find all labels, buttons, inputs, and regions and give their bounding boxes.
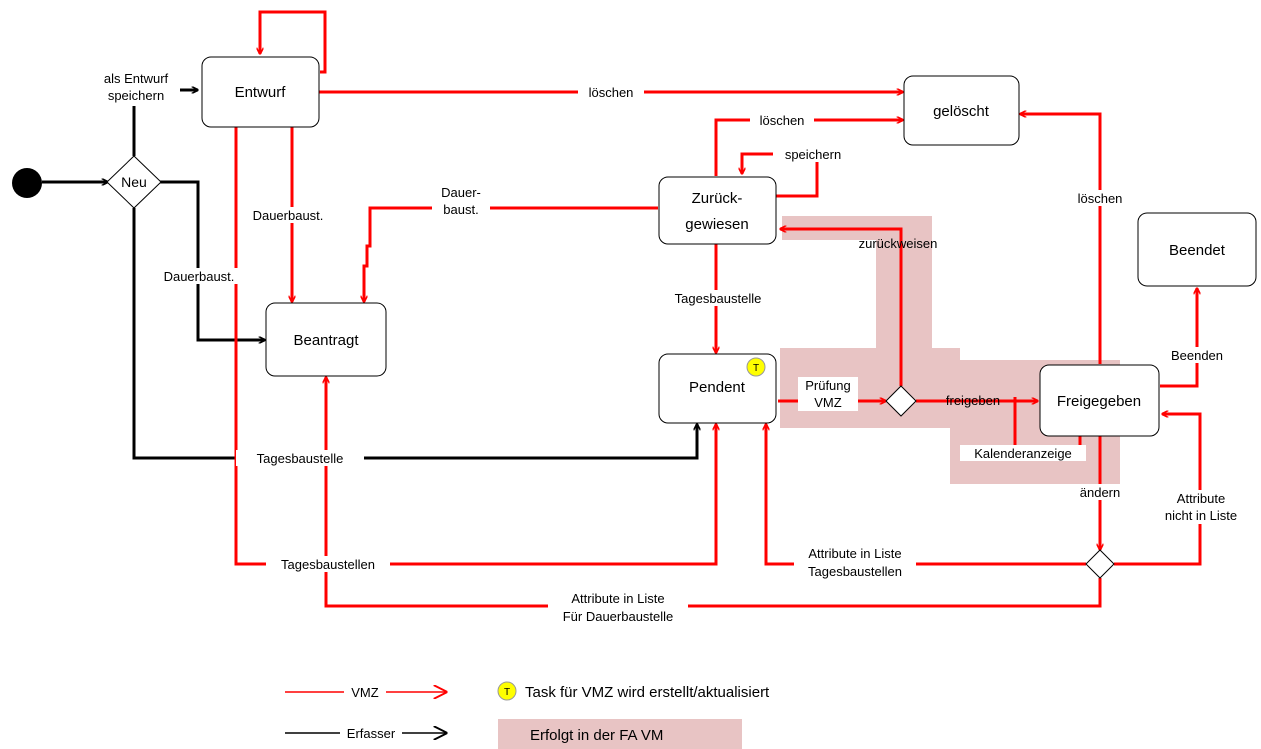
legend-fa-vm-swatch xyxy=(498,719,742,749)
task-marker-icon xyxy=(746,357,766,377)
state-zurueck-label-2: gewiesen xyxy=(685,216,748,233)
label-speichern: speichern xyxy=(785,147,841,162)
state-beendet-label: Beendet xyxy=(1169,242,1226,259)
label-freigeben: freigeben xyxy=(946,393,1000,408)
label-dauer-baust-1: Dauer- xyxy=(441,185,481,200)
label-attr-liste-dauer-1: Attribute in Liste xyxy=(571,591,664,606)
label-tagesbaustellen-entwurf: Tagesbaustellen xyxy=(281,557,375,572)
edge-diamond-zurueck xyxy=(780,229,903,386)
legend-fa-vm-label: Erfolgt in der FA VM xyxy=(530,727,663,744)
state-freigegeben-label: Freigegeben xyxy=(1057,393,1141,410)
state-beendet[interactable]: Beendet xyxy=(1137,212,1257,287)
label-attr-liste-tages-1: Attribute in Liste xyxy=(808,546,901,561)
state-pendent[interactable]: Pendent T xyxy=(658,353,777,424)
label-pruefung-2: VMZ xyxy=(814,395,842,410)
state-pendent-label: Pendent xyxy=(689,379,746,396)
state-zurueckgewiesen[interactable]: Zurück- gewiesen xyxy=(658,176,777,245)
label-als-entwurf-2: speichern xyxy=(108,88,164,103)
edge-labels: als Entwurf speichern löschen löschen sp… xyxy=(94,71,1242,624)
edge-zurueck-geloescht xyxy=(714,120,903,176)
label-loeschen-freigegeben: löschen xyxy=(1078,191,1123,206)
legend-erfasser-label: Erfasser xyxy=(347,726,396,741)
state-beantragt-label: Beantragt xyxy=(293,332,359,349)
decision-pruefung xyxy=(885,385,917,417)
edge-diamond2-pendent xyxy=(766,424,1086,566)
state-entwurf-label: Entwurf xyxy=(235,84,287,101)
legend-task-icon xyxy=(497,681,517,701)
label-loeschen-entwurf: löschen xyxy=(589,85,634,100)
label-dauerbaust-entwurf: Dauerbaust. xyxy=(253,208,324,223)
legend: VMZ Erfasser T Task für VMZ wird erstell… xyxy=(285,681,770,749)
label-attr-nicht-1: Attribute xyxy=(1177,491,1225,506)
state-beantragt[interactable]: Beantragt xyxy=(265,302,387,377)
legend-task-icon-label: T xyxy=(504,687,510,698)
state-geloescht-label: gelöscht xyxy=(933,103,990,120)
edge-freigegeben-geloescht xyxy=(1020,114,1102,364)
label-tagesbaustelle-neu: Tagesbaustelle xyxy=(257,451,344,466)
label-als-entwurf-1: als Entwurf xyxy=(104,71,169,86)
decision-aendern xyxy=(1085,549,1115,579)
label-loeschen-zurueck: löschen xyxy=(760,113,805,128)
edge-zurueck-beantragt xyxy=(364,206,658,302)
label-tagesbaustelle-zurueck: Tagesbaustelle xyxy=(675,291,762,306)
label-attr-liste-tages-2: Tagesbaustellen xyxy=(808,564,902,579)
label-dauer-baust-2: baust. xyxy=(443,202,478,217)
edge-neu-pendent xyxy=(132,208,697,460)
edge-entwurf-self xyxy=(260,10,327,74)
edge-freigegeben-beendet xyxy=(1160,288,1197,388)
fa-vm-region xyxy=(780,216,1120,484)
label-kalenderanzeige: Kalenderanzeige xyxy=(974,446,1072,461)
edge-neu-beantragt xyxy=(160,180,265,340)
label-attr-nicht-2: nicht in Liste xyxy=(1165,508,1237,523)
start-node xyxy=(12,168,42,198)
state-geloescht[interactable]: gelöscht xyxy=(903,75,1020,146)
label-attr-liste-dauer-2: Für Dauerbaustelle xyxy=(563,609,674,624)
label-beenden: Beenden xyxy=(1171,348,1223,363)
label-zurueckweisen: zurückweisen xyxy=(859,236,938,251)
legend-vmz-label: VMZ xyxy=(351,685,379,700)
label-pruefung-1: Prüfung xyxy=(805,378,851,393)
label-aendern: ändern xyxy=(1080,485,1120,500)
legend-task-label: Task für VMZ wird erstellt/aktualisiert xyxy=(525,684,770,701)
edge-diamond2-freigegeben xyxy=(1114,414,1202,566)
decision-neu-label: Neu xyxy=(121,174,147,190)
task-marker-label: T xyxy=(753,363,759,374)
edge-diamond2-beantragt xyxy=(326,377,1102,608)
state-zurueck-label-1: Zurück- xyxy=(692,190,743,207)
state-entwurf[interactable]: Entwurf xyxy=(201,56,320,128)
decision-neu: Neu xyxy=(106,155,162,209)
edge-entwurf-pendent xyxy=(234,127,716,566)
state-freigegeben[interactable]: Freigegeben xyxy=(1039,364,1160,437)
label-dauerbaust-neu: Dauerbaust. xyxy=(164,269,235,284)
